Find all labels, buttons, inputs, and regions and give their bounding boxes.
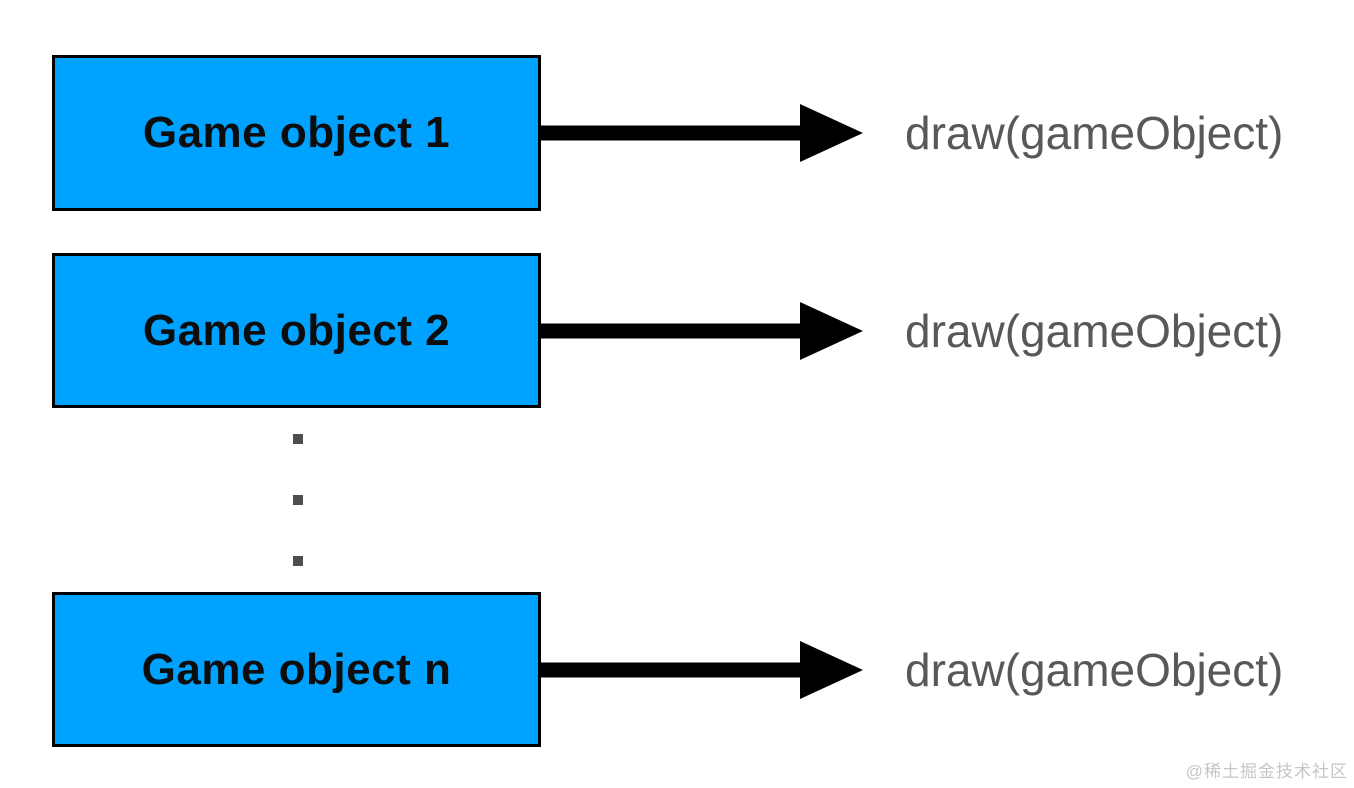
game-object-box-2: Game object 2 — [52, 253, 541, 408]
arrow-right-icon — [541, 301, 863, 360]
ellipsis-dots — [293, 434, 303, 566]
ellipsis-dot — [293, 495, 303, 505]
game-object-label-1: Game object 1 — [142, 108, 451, 157]
diagram-row-2: Game object 2 draw(gameObject) — [52, 253, 1283, 408]
game-object-box-1: Game object 1 — [52, 55, 541, 211]
draw-call-label-2: draw(gameObject) — [905, 304, 1284, 357]
ellipsis-dot — [293, 556, 303, 566]
game-object-label-n: Game object n — [141, 644, 452, 694]
game-object-box-n: Game object n — [52, 592, 541, 747]
diagram-row-1: Game object 1 draw(gameObject) — [52, 55, 1283, 211]
draw-call-label-n: draw(gameObject) — [905, 643, 1284, 696]
draw-call-label-1: draw(gameObject) — [905, 107, 1284, 159]
arrow-right-icon — [541, 104, 863, 162]
ellipsis-dot — [293, 434, 303, 444]
watermark: @稀土掘金技术社区 — [1185, 762, 1348, 781]
arrow-right-icon — [541, 640, 863, 699]
game-object-label-2: Game object 2 — [142, 305, 451, 355]
diagram-row-3: Game object n draw(gameObject) — [52, 592, 1283, 747]
